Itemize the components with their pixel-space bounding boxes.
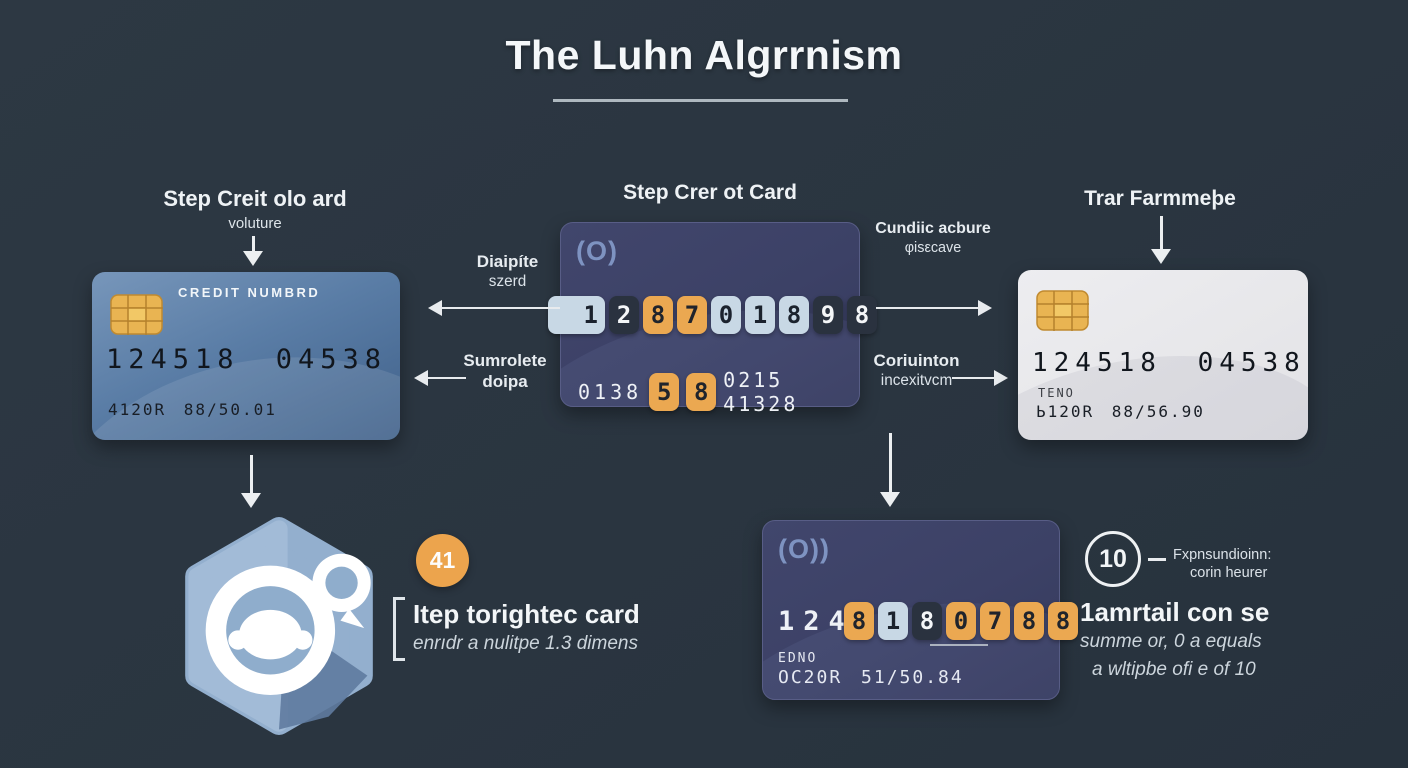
down-arrow-icon	[1151, 216, 1171, 264]
digit-tile: 8	[643, 296, 673, 334]
hexagon-search-icon	[170, 516, 388, 741]
flow-label-line: Sumrolete	[463, 351, 547, 370]
flow-label-line: doipa	[482, 372, 528, 392]
digit-tile: 7	[980, 602, 1010, 640]
flow-label-line: incexitvcm	[880, 372, 953, 390]
result-annotation-line2: corin heurer	[1190, 565, 1268, 581]
step-heading: Itep torightec card	[413, 599, 640, 629]
digit-tile: 9	[813, 296, 843, 334]
card-label: TENO	[1038, 386, 1075, 400]
step-badge: 41	[416, 534, 469, 587]
digit-group: 0215 41328	[723, 368, 799, 416]
card-chip-icon	[110, 294, 163, 340]
left-section-subtitle: voluture	[228, 215, 282, 232]
left-arrow-icon	[414, 370, 466, 386]
digit-tile: 8	[779, 296, 809, 334]
flow-label-line: Cundiic acbure	[875, 220, 991, 237]
flow-label-line: Diaipíte	[476, 252, 539, 271]
digit-tile: 0	[711, 296, 741, 334]
digit-tile: 8	[686, 373, 717, 411]
tile-underline	[930, 644, 988, 646]
card-number: 124518 04538	[1032, 348, 1306, 378]
digit-tile: 8	[912, 602, 942, 640]
down-arrow-icon	[241, 455, 261, 508]
digit-tile: 2	[609, 296, 639, 334]
digit-tile: 1	[745, 296, 775, 334]
card-meta: Ь120R 88/56.90	[1036, 402, 1205, 421]
result-subtext-line2: a wltipbe ofi e of 10	[1092, 659, 1256, 680]
down-arrow-icon	[880, 433, 900, 507]
digit-tile-row: 8 1 8 0 7 8 8	[844, 602, 1078, 640]
left-section-title: Step Creit olo ard	[163, 186, 347, 211]
digit-tile-row: 1 2 8 7 0 1 8 9 8	[548, 296, 877, 334]
digit-tile: 5	[649, 373, 680, 411]
digit-row-secondary: 0138 5 8 0215 41328	[578, 368, 860, 416]
digit-tile: 8	[847, 296, 877, 334]
digit-group: 124	[778, 606, 854, 637]
credit-card-original: CREDIT NUMBRD 124518 04538 4120R 88/50.0…	[92, 272, 400, 440]
contactless-icon: (O)	[576, 236, 618, 266]
digit-tile: 8	[844, 602, 874, 640]
digit-tile: 0	[946, 602, 976, 640]
bracket-icon	[393, 597, 405, 661]
digit-tile: 7	[677, 296, 707, 334]
dash-icon	[1148, 558, 1166, 561]
result-badge: 10	[1085, 531, 1141, 587]
flow-label-line: φisεcave	[904, 240, 962, 256]
flow-label-sum: Sumrolete doipa	[440, 350, 570, 393]
flow-label-digits: Diaipíte szerd	[435, 251, 580, 291]
result-heading: 1amrtail con se	[1080, 597, 1270, 627]
credit-card-result: 124518 04538 TENO Ь120R 88/56.90	[1018, 270, 1308, 440]
digit-tile: 1	[878, 602, 908, 640]
result-annotation-line1: Fxpnsundioinn:	[1173, 547, 1272, 563]
flow-label-line: Coriuinton	[873, 351, 960, 370]
card-digit-spread: (O) 1 2 8 7 0 1 8 9 8 0138 5 8 0215 4132…	[548, 222, 877, 416]
digit-tile: 1	[548, 296, 605, 334]
card-meta: 4120R 88/50.01	[108, 400, 277, 419]
right-arrow-icon	[876, 300, 992, 316]
left-arrow-icon	[428, 300, 560, 316]
contactless-icon: (O))	[778, 534, 830, 564]
flow-label-double: Cundiic acbure φisεcave	[856, 219, 1010, 257]
flow-label-condition: Coriuinton incexitvcm	[853, 350, 980, 390]
flow-label-line: szerd	[488, 273, 527, 291]
card-label: EDNO	[778, 651, 818, 666]
card-meta: OC20R 51/50.84	[778, 667, 964, 688]
center-section-title: Step Crer ot Card	[623, 181, 797, 204]
down-arrow-icon	[243, 236, 263, 266]
right-arrow-icon	[952, 370, 1008, 386]
right-section-title: Trar Farmmeþe	[1084, 187, 1236, 210]
title-underline	[553, 99, 848, 102]
page-title: The Luhn Algrrnism	[505, 32, 903, 78]
card-checksum: (O)) 124 8 1 8 0 7 8 8 EDNO OC20R 51/50.…	[762, 520, 1078, 700]
card-number: 124518 04538	[106, 344, 388, 375]
card-chip-icon	[1036, 290, 1089, 336]
digit-tile: 8	[1014, 602, 1044, 640]
digit-group: 0138	[578, 380, 643, 404]
step-subtext: enrıdr a nulitpe 1.3 dimens	[413, 633, 638, 654]
digit-tile: 8	[1048, 602, 1078, 640]
card-label: CREDIT NUMBRD	[178, 285, 321, 300]
result-subtext-line1: summe or, 0 a equals	[1080, 631, 1262, 652]
